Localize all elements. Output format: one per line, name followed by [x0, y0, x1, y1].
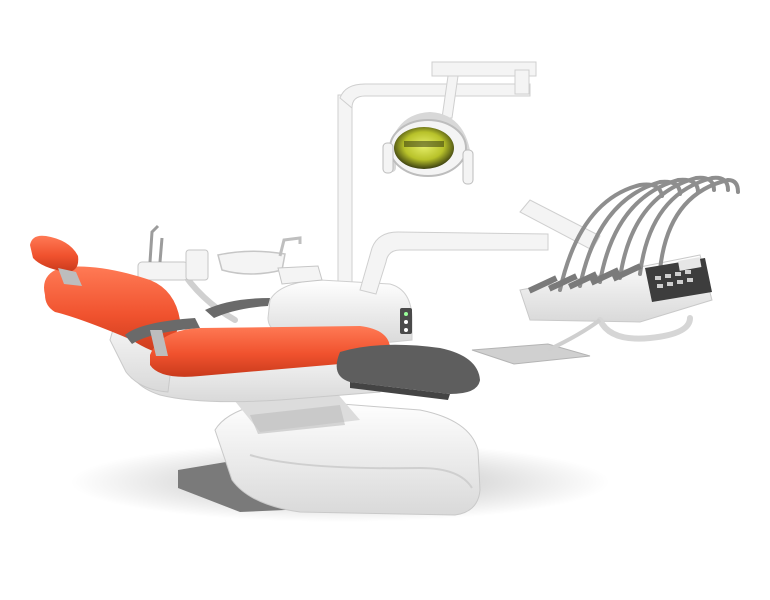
cup-filler [278, 236, 302, 257]
base-groove [249, 454, 473, 489]
button-dot [404, 320, 408, 324]
spittoon-bowl [217, 250, 286, 275]
lamp-handle-right [462, 149, 474, 185]
instrument-tray [471, 343, 591, 365]
doctor-instrument-unit [471, 175, 740, 365]
assistant-holder [137, 261, 189, 281]
keypad [655, 270, 693, 288]
headrest-support [58, 268, 82, 286]
instrument-hoses [558, 175, 740, 292]
armrest-left [125, 318, 200, 344]
handpieces [528, 263, 642, 294]
lamp-arm-upper [431, 61, 537, 77]
tray-arm [547, 318, 602, 352]
suction-tip [158, 237, 164, 263]
delivery-arm-lower [359, 231, 549, 295]
saliva-ejector [148, 224, 160, 263]
light-pillar [337, 61, 537, 296]
assistant-panel [185, 249, 209, 281]
button-dot [404, 312, 408, 316]
lamp-arm-drop [441, 75, 459, 119]
patient-chair [30, 235, 480, 403]
pillar-column [337, 94, 353, 296]
lamp-lens-bar [404, 141, 444, 147]
armrest-right [205, 298, 270, 318]
headrest [30, 235, 79, 272]
footrest [336, 344, 480, 394]
armrest-left-support [150, 330, 168, 356]
pillar-top-arm [339, 83, 531, 110]
lamp-lens [394, 127, 454, 169]
lamp-arm-joint [514, 69, 530, 95]
lamp-handle-left [382, 142, 394, 174]
instrument-handle [597, 315, 693, 342]
chair-base [178, 385, 481, 516]
footrest-front [350, 382, 450, 400]
cuspidor-tray [277, 265, 323, 285]
seat-cushion [150, 326, 391, 377]
operating-lamp [382, 111, 474, 185]
button-dot [404, 328, 408, 332]
lift-plate [250, 405, 345, 434]
panel-display [678, 257, 702, 271]
